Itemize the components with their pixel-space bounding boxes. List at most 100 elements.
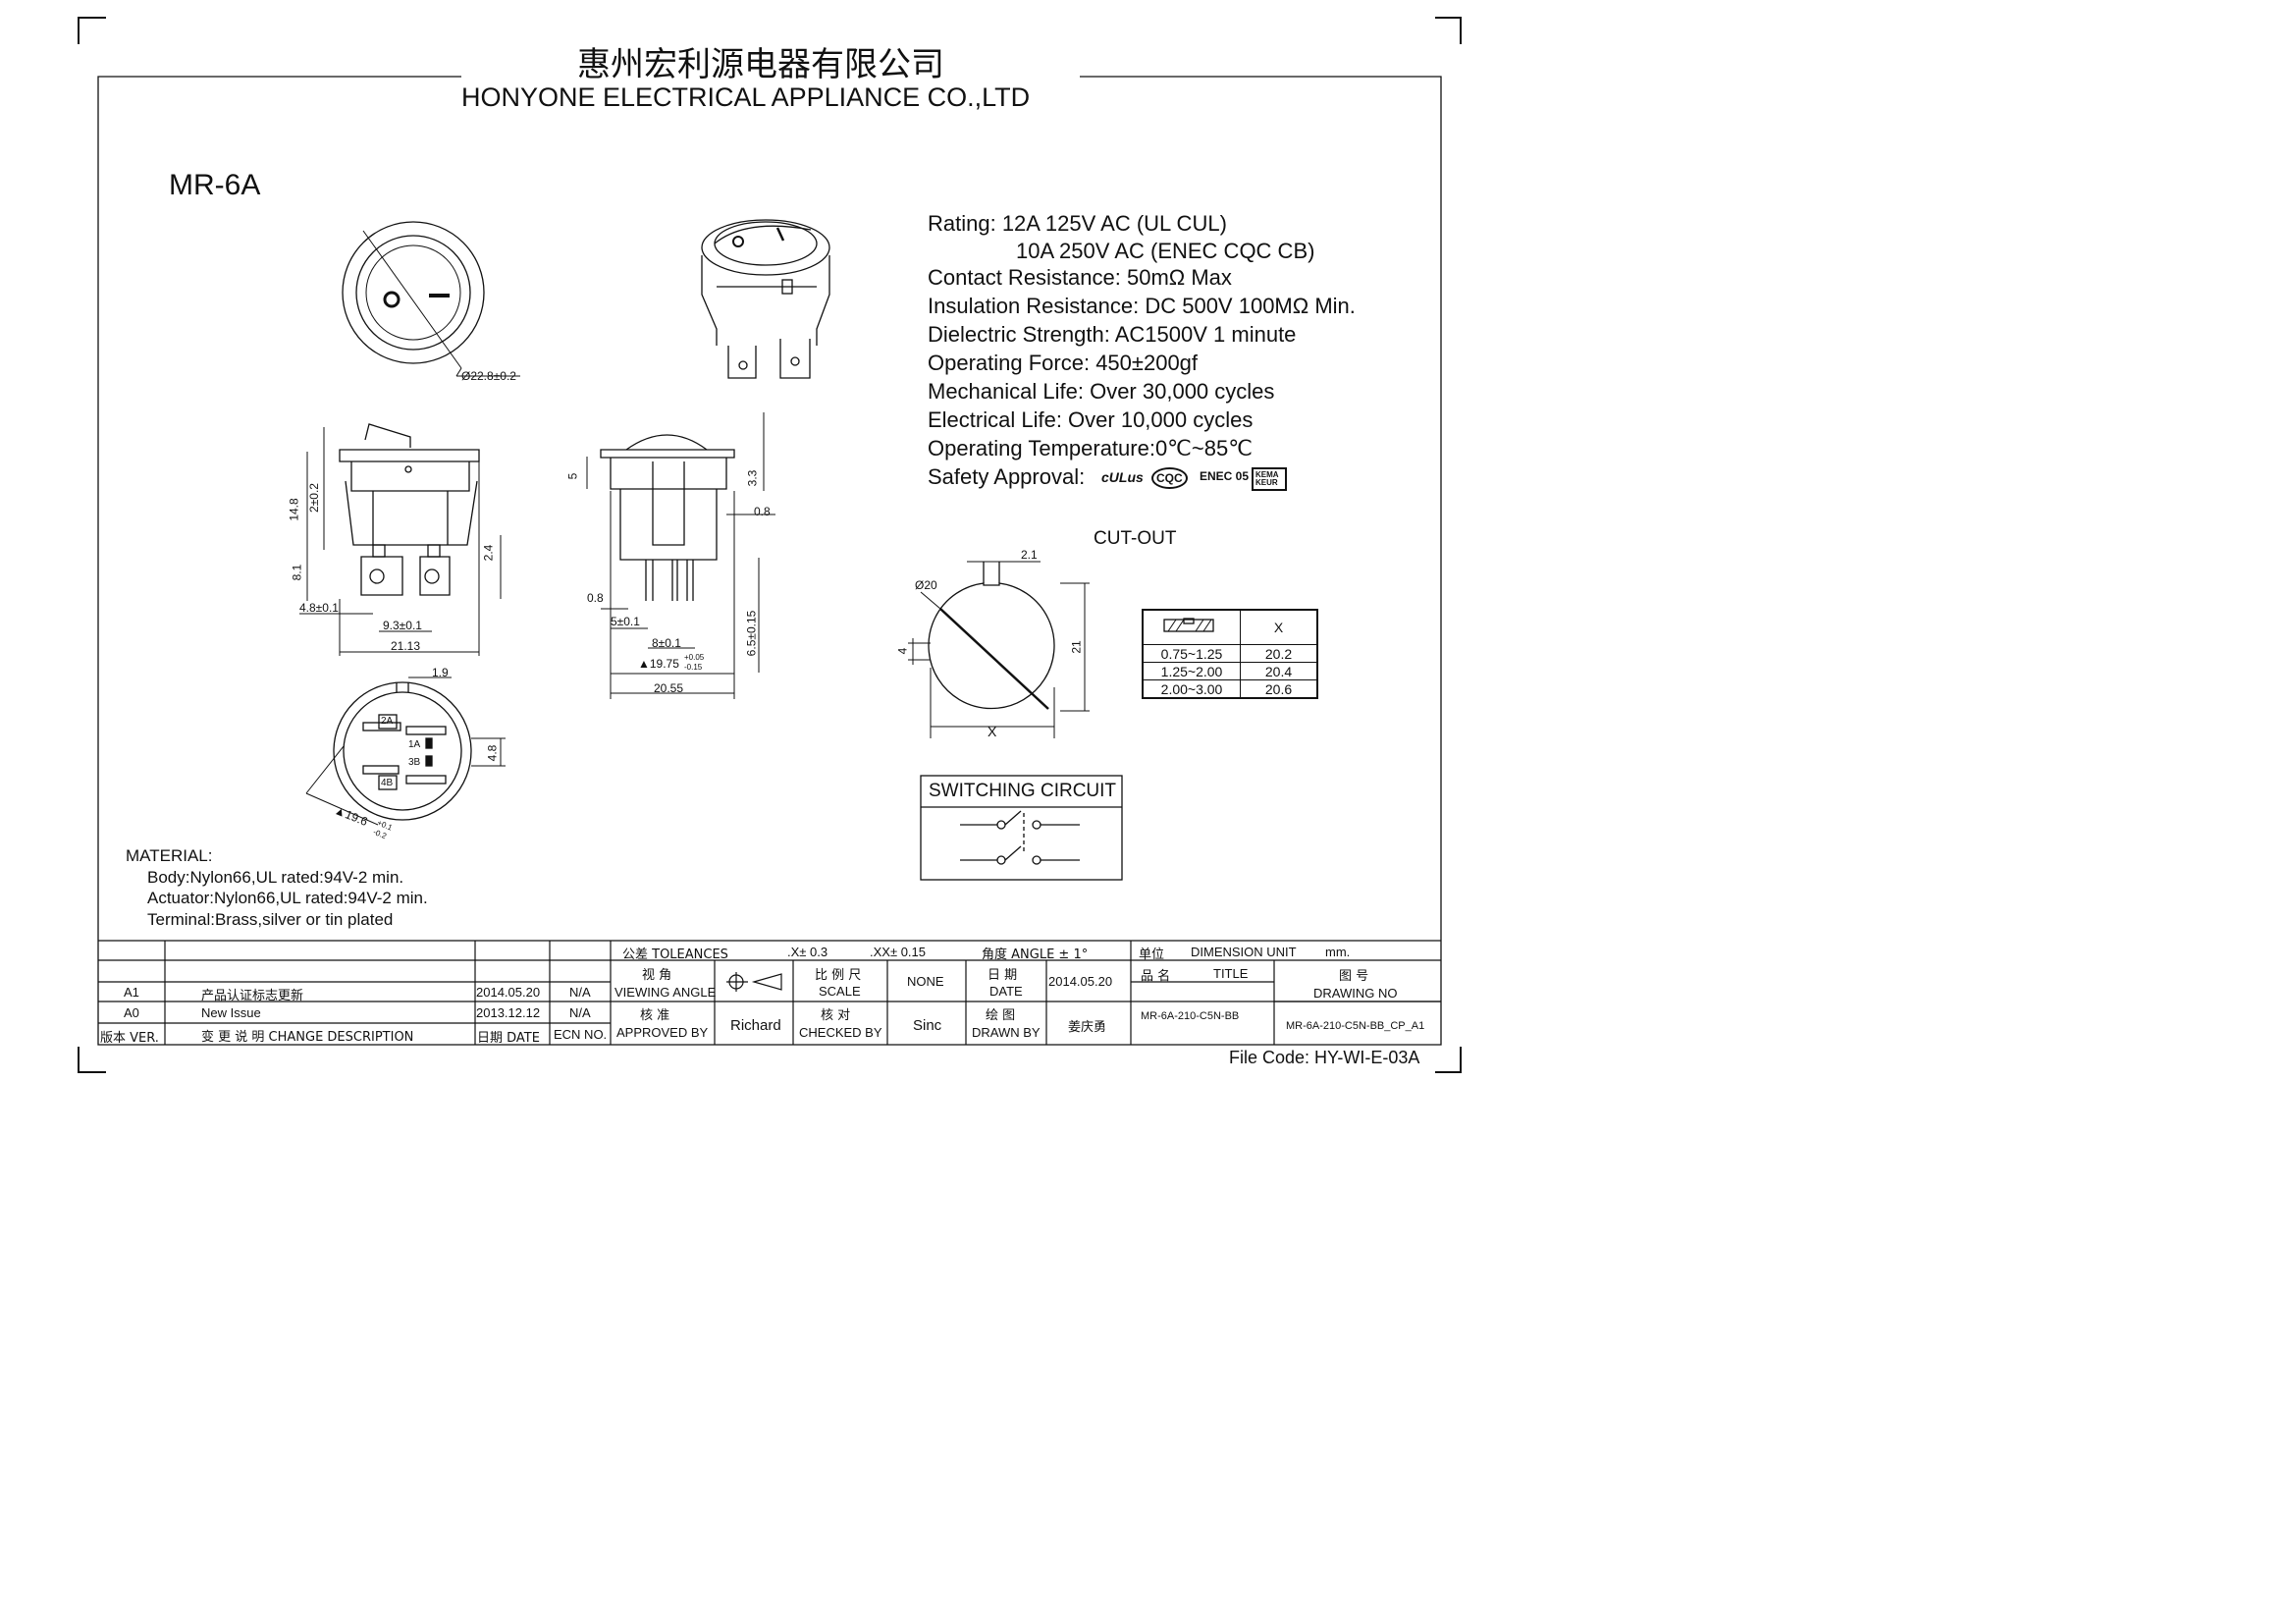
dim-2-4: 2.4 [481,544,496,562]
cutout-range: 2.00~3.00 [1142,679,1241,699]
material-terminal: Terminal:Brass,silver or tin plated [147,910,394,929]
cutout-dim-20: Ø20 [915,578,937,592]
cutout-range: 1.25~2.00 [1142,662,1241,680]
spec-operating-force: Operating Force: 450±200gf [928,351,1199,375]
revision-desc-header: 变 更 说 明 CHANGE DESCRIPTION [201,1030,414,1045]
bottom-view [305,677,506,826]
cutout-range: 0.75~1.25 [1142,644,1241,663]
dim-21-13: 21.13 [391,639,421,653]
dim-8-1: 8.1 [290,564,304,581]
tb-title-value: MR-6A-210-C5N-BB [1141,1010,1240,1022]
terminal-label-3b: 3B [408,757,421,768]
tb-scale: SCALE [819,984,861,999]
tb-approved-value: Richard [730,1017,781,1034]
spec-mechanical-life: Mechanical Life: Over 30,000 cycles [928,379,1275,404]
spec-contact-resistance: Contact Resistance: 50mΩ Max [928,265,1232,290]
tb-title-cn: 品 名 [1141,969,1171,984]
switching-circuit-box [920,775,1123,881]
revision-desc: New Issue [201,1005,261,1020]
tb-approved: APPROVED BY [616,1025,709,1040]
tb-checked-cn: 核 对 [821,1008,851,1023]
tb-date: DATE [989,984,1023,999]
iso-view [701,219,830,379]
spec-safety-approval: Safety Approval: [928,464,1086,489]
tb-tolerances: 公差 TOLEANCES [622,947,728,962]
company-name-cn: 惠州宏利源电器有限公司 [577,45,944,84]
revision-ecn: N/A [569,1005,591,1020]
tb-drawing-no-value: MR-6A-210-C5N-BB_CP_A1 [1286,1020,1425,1032]
dim-20-55: 20.55 [654,681,684,695]
dim-19-75-tol-up: +0.05 [684,653,705,662]
front-view [342,221,520,377]
cutout-x-value: 20.2 [1240,644,1318,663]
tb-drawing-no-cn: 图 号 [1339,969,1369,984]
dim-14-8: 14.8 [287,498,301,521]
dim-19-75-tol-dn: -0.15 [684,663,703,672]
cutout-dim-2-1: 2.1 [1021,548,1038,562]
cutout-x-value: 20.4 [1240,662,1318,680]
cutout-x-value: 20.6 [1240,679,1318,699]
tb-drawn-value: 姜庆勇 [1068,1020,1107,1035]
material-actuator: Actuator:Nylon66,UL rated:94V-2 min. [147,889,428,907]
revision-ver: A1 [124,985,139,1000]
corner-marks [78,17,1462,1073]
revision-date: 2013.12.12 [476,1005,541,1020]
company-name-en: HONYONE ELECTRICAL APPLIANCE CO.,LTD [461,82,1031,112]
dim-0-8a: 0.8 [754,505,771,518]
revision-ver-header: 版本 VER. [100,1031,159,1046]
dim-9-3: 9.3±0.1 [383,619,422,632]
spec-insulation-resistance: Insulation Resistance: DC 500V 100MΩ Min… [928,294,1356,318]
main-frame [97,76,1442,1046]
tb-scale-value: NONE [907,974,944,989]
dim-2: 2±0.2 [306,483,321,513]
revision-date: 2014.05.20 [476,985,541,1000]
tb-drawn: DRAWN BY [972,1025,1041,1040]
tb-checked: CHECKED BY [799,1025,882,1040]
dim-4-8b: 4.8 [485,744,500,762]
spec-operating-temperature: Operating Temperature:0℃~85℃ [928,436,1253,460]
switching-circuit-title: SWITCHING CIRCUIT [929,781,1117,801]
file-code: File Code: HY-WI-E-03A [1229,1048,1420,1067]
tb-approved-cn: 核 准 [640,1008,670,1023]
cutout-table-hatch-cell [1142,609,1241,645]
tb-date-cn: 日 期 [988,968,1018,983]
tb-angle: 角度 ANGLE ± 1° [982,947,1089,962]
tb-checked-value: Sinc [913,1017,942,1034]
terminal-label-4b: 4B [381,778,394,788]
cutout-dim-21: 21 [1069,640,1084,654]
revision-ecn-header: ECN NO. [554,1027,608,1042]
cutout-table-header-x: X [1240,609,1318,645]
dim-5: 5 [565,472,580,480]
tb-tol-xx: .XX± 0.15 [870,945,927,959]
cutout-x-label: X [988,724,997,739]
revision-date-header: 日期 DATE [477,1031,540,1046]
material-body: Body:Nylon66,UL rated:94V-2 min. [147,868,404,887]
terminal-label-2a: 2A [381,716,394,727]
approval-mark-kema: KEMA KEUR [1252,467,1287,491]
dim-3-3: 3.3 [745,469,760,487]
revision-ecn: N/A [569,985,591,1000]
title-block-grid [98,940,1441,1045]
side-view-left [299,423,502,656]
tb-unit-value: mm. [1325,945,1351,959]
dim-4-8a: 4.8±0.1 [299,601,339,615]
tb-unit-cn: 单位 [1139,947,1165,962]
cutout-title: CUT-OUT [1094,528,1177,549]
terminal-label-1a: 1A [408,739,421,750]
revision-desc: 产品认证标志更新 [201,989,304,1003]
tb-drawing-no: DRAWING NO [1313,986,1398,1001]
dim-8-01: 8±0.1 [652,636,681,650]
spec-electrical-life: Electrical Life: Over 10,000 cycles [928,407,1254,432]
material-title: MATERIAL: [126,846,213,865]
dim-5-01: 5±0.1 [611,615,640,628]
approval-mark-enec: ENEC 05 [1200,469,1250,483]
spec-dielectric-strength: Dielectric Strength: AC1500V 1 minute [928,322,1297,347]
spec-rating-line1: Rating: 12A 125V AC (UL CUL) [928,211,1227,236]
dim-0-8b: 0.8 [587,591,604,605]
approval-mark-ul: cULus [1101,469,1144,485]
dim-1-9: 1.9 [432,666,449,679]
tb-viewing-angle: VIEWING ANGLE [614,985,717,1000]
